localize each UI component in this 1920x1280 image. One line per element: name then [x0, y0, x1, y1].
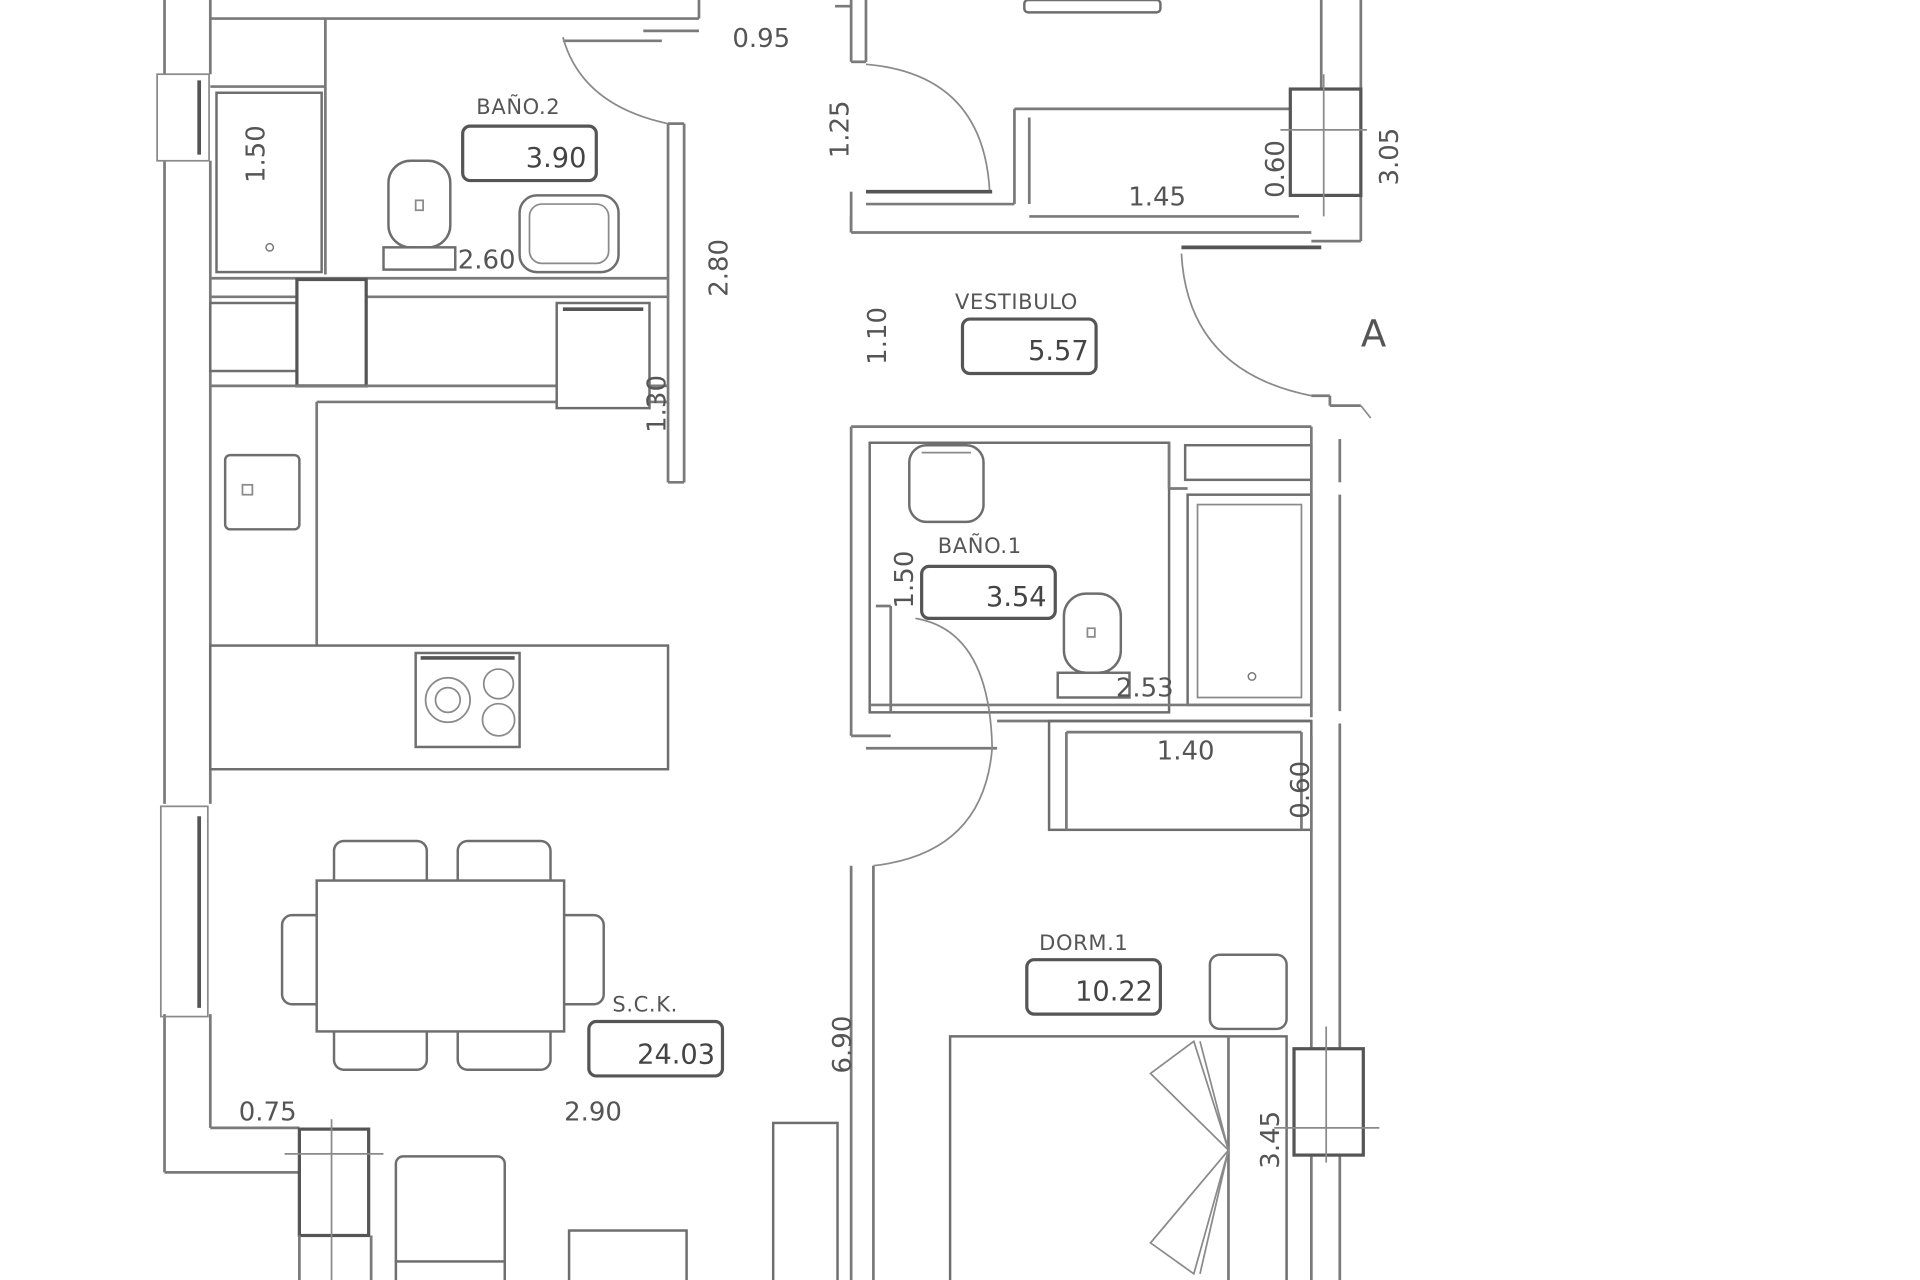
- dimension-labels: 0.95 1.25 1.45 0.60 3.05 1.50 2.60 2.80 …: [239, 24, 1405, 1169]
- sink-bano1-icon: [908, 443, 985, 524]
- room-name: DORM.1: [1039, 930, 1128, 955]
- dining-table-icon: [280, 839, 605, 1071]
- room-area: 10.22: [1075, 977, 1153, 1008]
- dim-145: 1.45: [1128, 182, 1186, 212]
- double-bed-icon: [948, 1035, 1288, 1280]
- room-name: VESTIBULO: [955, 289, 1078, 314]
- window-left-lower: [159, 805, 209, 1018]
- room-area: 24.03: [637, 1040, 715, 1071]
- bano1-room: [849, 425, 1313, 832]
- corridor-walls: [835, 0, 1363, 250]
- bano2-room: [210, 36, 686, 484]
- dim-095: 0.95: [732, 24, 790, 54]
- dim-305: 3.05: [1375, 128, 1405, 186]
- section-marker-a: A: [1361, 312, 1387, 355]
- exterior-wall-right: [1309, 426, 1342, 1280]
- cooktop-icon: [414, 651, 521, 749]
- dorm1-room: [849, 748, 1380, 1280]
- dim-290: 2.90: [564, 1097, 622, 1127]
- dim-075: 0.75: [239, 1097, 297, 1127]
- room-area: 3.90: [526, 143, 587, 174]
- entry-door: [1180, 253, 1372, 419]
- room-name: S.C.K.: [612, 992, 678, 1017]
- dim-125: 1.25: [826, 100, 856, 158]
- dim-110: 1.10: [863, 307, 893, 365]
- dim-060-mid: 0.60: [1286, 761, 1316, 819]
- living-bottom: [284, 1119, 839, 1280]
- shaft-top-right: [1288, 87, 1363, 198]
- room-label-vestibulo: VESTIBULO 5.57: [955, 289, 1098, 376]
- bathtub-bano1: [1186, 493, 1313, 707]
- toilet-bano1-icon: [1056, 592, 1131, 699]
- dim-150-bano1: 1.50: [890, 551, 920, 609]
- room-area: 5.57: [1028, 336, 1089, 367]
- room-label-dorm1: DORM.1 10.22: [1025, 930, 1163, 1016]
- shower-tray-bano2: [215, 91, 323, 274]
- dim-260: 2.60: [458, 245, 516, 275]
- dim-690: 6.90: [828, 1016, 858, 1074]
- room-label-bano1: BAÑO.1 3.54: [920, 532, 1057, 620]
- room-label-bano2: BAÑO.2 3.90: [461, 93, 598, 183]
- dim-345: 3.45: [1256, 1111, 1286, 1169]
- shaft-kitchen: [295, 277, 368, 388]
- top-walls: [210, 0, 701, 275]
- room-name: BAÑO.1: [938, 532, 1022, 558]
- kitchen-counter-corner: [209, 301, 305, 373]
- room-name: BAÑO.2: [476, 93, 560, 119]
- dim-060-top: 0.60: [1261, 140, 1291, 198]
- top-right-room: [1023, 0, 1368, 217]
- sink-bano2-icon: [518, 194, 620, 274]
- armchair: [394, 1155, 506, 1269]
- bano1-shelf: [1183, 443, 1313, 482]
- toilet-bano2-icon: [382, 159, 457, 271]
- dim-130: 1.30: [643, 375, 673, 433]
- shaft-living: [297, 1127, 371, 1238]
- nightstand-top: [1208, 953, 1288, 1031]
- window-left-upper: [156, 73, 210, 162]
- kitchen-sink-icon: [223, 453, 301, 531]
- dim-253: 2.53: [1116, 673, 1174, 703]
- shaft-dorm1: [1292, 1047, 1365, 1157]
- tv-unit: [771, 1121, 839, 1280]
- kitchen-area: [209, 277, 670, 771]
- dim-140: 1.40: [1157, 736, 1215, 766]
- appliance-kitchen: [555, 301, 651, 410]
- dim-280: 2.80: [704, 239, 734, 297]
- room-area: 3.54: [986, 582, 1047, 613]
- dim-150-bano2: 1.50: [242, 125, 272, 183]
- room-label-sck: S.C.K. 24.03: [587, 992, 725, 1078]
- side-table: [567, 1229, 688, 1280]
